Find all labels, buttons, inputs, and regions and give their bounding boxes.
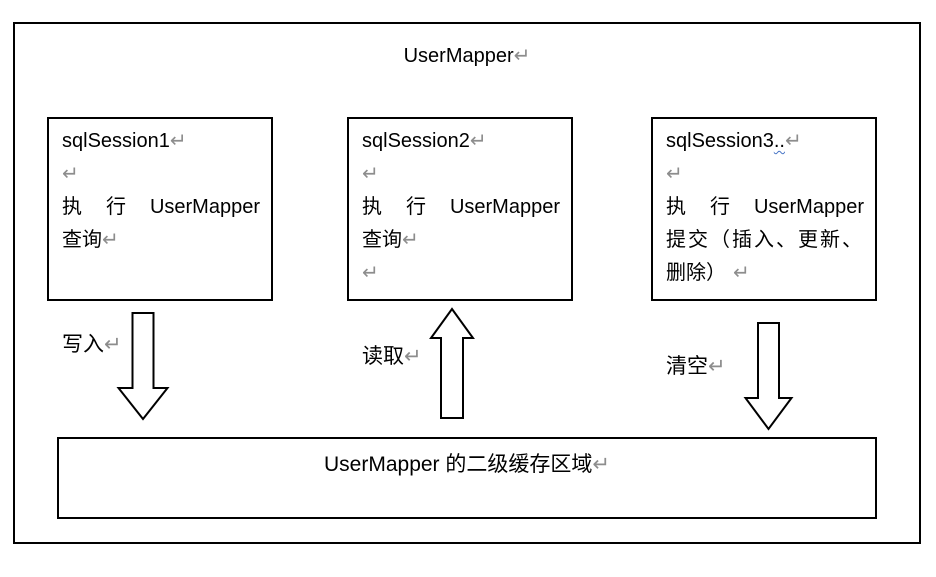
text-line: sqlSession1↵ [62,125,260,158]
line-text: 查询 [362,229,402,251]
write-label: 写入↵ [62,330,122,360]
clear-label: 清空↵ [666,352,726,382]
sqlsession1-box: sqlSession1↵ ↵ 执 行 UserMapper 查询↵ [47,117,273,301]
paragraph-mark: ↵ [404,345,422,368]
read-label: 读取↵ [362,342,422,372]
paragraph-mark: ↵ [62,163,79,185]
label-text: 读取 [362,345,404,368]
text-line: ↵ [62,158,260,191]
paragraph-mark: ↵ [102,229,119,251]
text-line: 执 行 UserMapper [666,191,864,224]
text-line: ↵ [666,158,864,191]
paragraph-mark: ↵ [784,130,802,152]
sqlsession3-box: sqlSession3..↵ ↵ 执 行 UserMapper 提交（插入、更新… [651,117,877,301]
text-line: ↵ [362,158,560,191]
text-line: 执 行 UserMapper [362,191,560,224]
usermapper-scope-box: UserMapper↵ sqlSession1↵ ↵ 执 行 UserMappe… [13,22,921,544]
sqlsession2-box: sqlSession2↵ ↵ 执 行 UserMapper 查询↵ ↵ [347,117,573,301]
line-text: 查询 [62,229,102,251]
spellcheck-squiggle: .. [773,130,785,152]
line-text: 删除） [666,262,726,284]
second-level-cache-box: UserMapper 的二级缓存区域↵ [57,437,877,519]
diagram-title: UserMapper↵ [15,44,919,68]
paragraph-mark: ↵ [362,262,379,284]
write-down-arrow-icon [116,312,170,421]
paragraph-mark: ↵ [708,355,726,378]
text-line: 查询↵ [362,224,560,257]
paragraph-mark: ↵ [592,453,610,476]
line-text: 提交（插入、更新、 [666,229,864,251]
line-text: 执 行 UserMapper [62,196,260,218]
clear-down-arrow-icon [743,322,794,431]
paragraph-mark: ↵ [402,229,419,251]
cache-box-text: UserMapper 的二级缓存区域 [324,453,593,476]
diagram-title-text: UserMapper [403,45,514,67]
line-text: sqlSession2 [362,130,470,152]
line-text: 执 行 UserMapper [666,196,864,218]
paragraph-mark: ↵ [169,130,187,152]
text-line: 提交（插入、更新、 [666,224,864,257]
text-line: sqlSession2↵ [362,125,560,158]
text-line: sqlSession3..↵ [666,125,864,158]
text-line: ↵ [362,257,560,290]
line-text: 执 行 UserMapper [362,196,560,218]
label-text: 清空 [666,355,708,378]
paragraph-mark: ↵ [104,333,122,356]
read-up-arrow-icon [429,307,475,419]
line-text: sqlSession1 [62,130,170,152]
paragraph-mark: ↵ [513,45,531,67]
text-line: 执 行 UserMapper [62,191,260,224]
paragraph-mark: ↵ [469,130,487,152]
paragraph-mark: ↵ [733,262,750,284]
text-line: 删除） ↵ [666,257,864,290]
line-text: sqlSession3 [666,130,774,152]
text-line: 查询↵ [62,224,260,257]
paragraph-mark: ↵ [666,163,683,185]
label-text: 写入 [62,333,104,356]
paragraph-mark: ↵ [362,163,379,185]
